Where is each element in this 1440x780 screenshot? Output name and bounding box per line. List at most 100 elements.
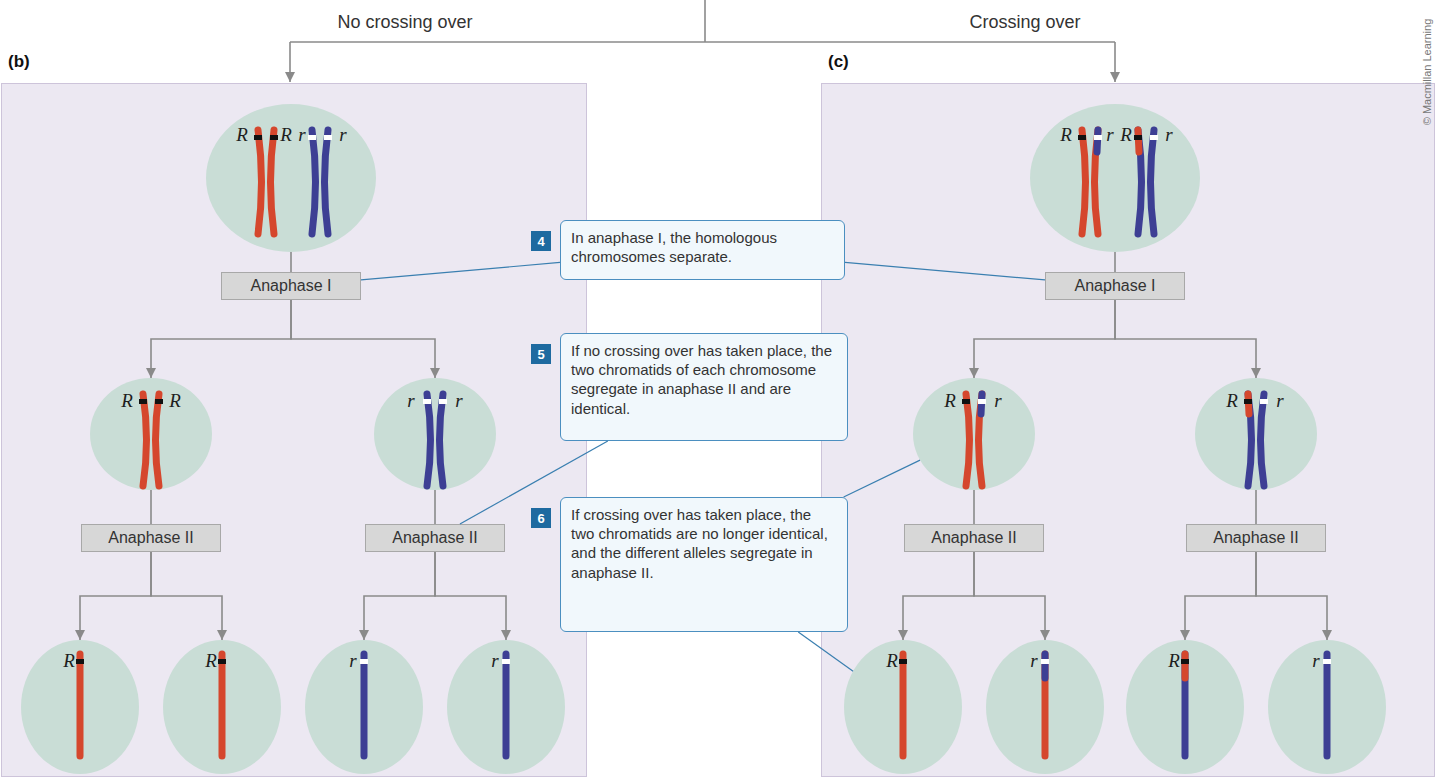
- allele-band: [962, 399, 970, 404]
- allele-band: [1094, 135, 1102, 140]
- allele-band: [1134, 135, 1142, 140]
- stage-label: Anaphase II: [392, 529, 477, 547]
- allele-label: R: [121, 391, 133, 410]
- leader-line: [361, 262, 560, 279]
- allele-band: [1041, 659, 1049, 664]
- crossover-segment: [1042, 654, 1049, 678]
- allele-label: r: [298, 125, 305, 144]
- allele-band: [1150, 135, 1158, 140]
- cell-circle: r: [986, 640, 1104, 774]
- cell-circle: RR: [90, 378, 212, 490]
- allele-label: r: [455, 391, 462, 410]
- connector: [435, 552, 506, 640]
- chromatid: [219, 654, 226, 756]
- allele-label: R: [1120, 125, 1132, 144]
- allele-label: R: [944, 391, 956, 410]
- leader-line: [798, 632, 853, 671]
- connector: [1185, 552, 1256, 640]
- chromatid: [1095, 130, 1099, 234]
- connector: [1255, 490, 1257, 524]
- allele-band: [76, 659, 84, 664]
- connector: [290, 252, 292, 272]
- branch-label: Crossing over: [969, 12, 1080, 33]
- stage-label: Anaphase I: [1075, 277, 1156, 295]
- allele-label: r: [339, 125, 346, 144]
- connector: [291, 300, 435, 378]
- connector: [151, 552, 222, 640]
- stage-box: Anaphase I: [1045, 272, 1185, 300]
- stage-box: Anaphase I: [221, 272, 361, 300]
- allele-band: [502, 659, 510, 664]
- chromatid: [258, 130, 262, 234]
- connector: [80, 552, 151, 640]
- crossover-segment: [981, 394, 982, 414]
- connector: [903, 552, 974, 640]
- allele-label: R: [1060, 125, 1072, 144]
- chromatid: [1324, 654, 1331, 756]
- allele-label: R: [886, 651, 898, 670]
- allele-label: r: [1165, 125, 1172, 144]
- crossover-segment: [1248, 394, 1249, 414]
- allele-band: [155, 399, 163, 404]
- crossover-segment: [1138, 130, 1139, 152]
- allele-band: [308, 135, 316, 140]
- allele-label: R: [1168, 651, 1180, 670]
- allele-label: R: [169, 391, 181, 410]
- callout-text: If no crossing over has taken place, the…: [561, 334, 847, 425]
- stage-box: Anaphase II: [365, 524, 505, 552]
- stage-label: Anaphase II: [1213, 529, 1298, 547]
- allele-label: R: [236, 125, 248, 144]
- allele-label: r: [407, 391, 414, 410]
- chromatid: [900, 654, 907, 756]
- chromatid: [440, 394, 444, 486]
- connector: [974, 300, 1115, 378]
- cell-circle: rr: [374, 378, 496, 490]
- chromatid: [427, 394, 431, 486]
- connector: [434, 490, 436, 524]
- chromatid: [1261, 394, 1265, 486]
- cell-circle: RRrr: [206, 104, 376, 252]
- bracket-arrow: [1114, 42, 1116, 82]
- callout-number: 6: [531, 508, 551, 528]
- allele-label: R: [205, 651, 217, 670]
- callout-number: 5: [531, 344, 551, 364]
- allele-band: [1078, 135, 1086, 140]
- allele-label: r: [1030, 651, 1037, 670]
- chromatid: [1182, 654, 1189, 756]
- allele-label: r: [1312, 651, 1319, 670]
- callout-number: 4: [531, 231, 551, 251]
- allele-label: r: [491, 651, 498, 670]
- callout-text: In anaphase I, the homologous chromosome…: [561, 221, 844, 273]
- connector: [1115, 300, 1256, 378]
- chromatid: [979, 394, 983, 486]
- chromatid: [271, 130, 275, 234]
- cell-circle: r: [1268, 640, 1386, 774]
- chromatid: [503, 654, 510, 756]
- allele-label: R: [1226, 391, 1238, 410]
- allele-label: R: [63, 651, 75, 670]
- chromatid: [1248, 394, 1252, 486]
- chromatid: [156, 394, 160, 486]
- allele-band: [254, 135, 262, 140]
- allele-band: [1181, 659, 1189, 664]
- allele-band: [1323, 659, 1331, 664]
- branch-label: No crossing over: [337, 12, 472, 33]
- stage-label: Anaphase I: [251, 277, 332, 295]
- callout-box: 5If no crossing over has taken place, th…: [560, 333, 848, 441]
- connector: [364, 552, 435, 640]
- cell-circle: R: [21, 640, 139, 774]
- stage-label: Anaphase II: [931, 529, 1016, 547]
- chromatid: [1042, 654, 1049, 756]
- panel-letter: (b): [8, 52, 30, 72]
- connector: [151, 300, 291, 378]
- cell-circle: r: [447, 640, 565, 774]
- chromatid: [1082, 130, 1086, 234]
- leader-line: [844, 460, 920, 497]
- stage-box: Anaphase II: [904, 524, 1044, 552]
- allele-label: r: [1276, 391, 1283, 410]
- allele-band: [439, 399, 447, 404]
- leader-line: [460, 441, 608, 524]
- cell-circle: RrRr: [1030, 104, 1200, 252]
- cell-circle: Rr: [913, 378, 1035, 490]
